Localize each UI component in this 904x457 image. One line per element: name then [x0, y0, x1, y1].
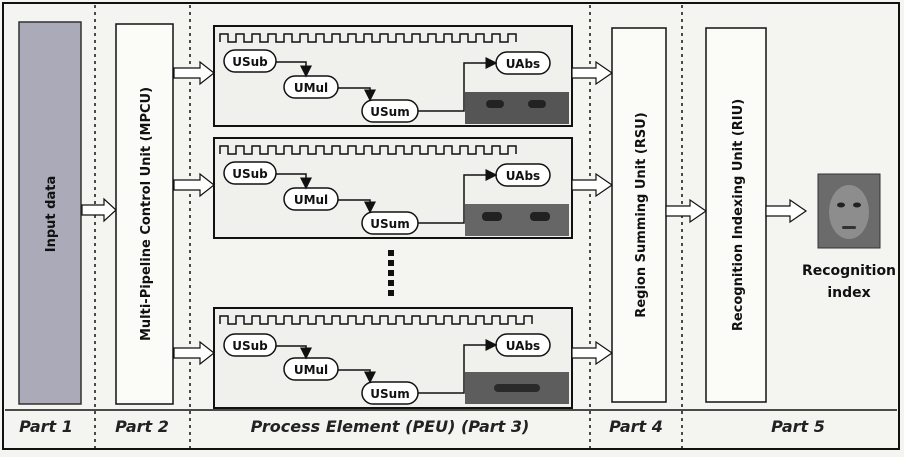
- input-data-label: Input data: [44, 176, 59, 252]
- uabs-label: UAbs: [506, 169, 540, 183]
- recognition-index-line2: index: [827, 285, 870, 301]
- arrows-mpcu-to-peu: [174, 62, 214, 364]
- part-3-label: Process Element (PEU) (Part 3): [251, 417, 530, 436]
- usum-label: USum: [370, 105, 409, 119]
- usub-label: USub: [232, 167, 268, 181]
- part-4-label: Part 4: [609, 417, 663, 436]
- recognized-face-image: [818, 174, 880, 248]
- usub-label: USub: [232, 339, 268, 353]
- peu-ellipsis: [388, 250, 394, 296]
- part-1-label: Part 1: [19, 417, 73, 436]
- usum-label: USum: [370, 217, 409, 231]
- face-strip-nose: [465, 204, 569, 236]
- umul-label: UMul: [294, 81, 328, 95]
- usub-label: USub: [232, 55, 268, 69]
- mpcu-label: Multi-Pipeline Control Unit (MPCU): [139, 87, 154, 341]
- part-2-label: Part 2: [115, 417, 169, 436]
- peu-block-2: USub UMul USum UAbs: [214, 138, 572, 238]
- peu-block-3: USub UMul USum UAbs: [214, 308, 572, 408]
- face-strip-eyes: [465, 92, 569, 124]
- riu-label: Recognition Indexing Unit (RIU): [731, 99, 746, 331]
- umul-label: UMul: [294, 363, 328, 377]
- recognition-index-line1: Recognition: [802, 263, 896, 279]
- part-5-label: Part 5: [771, 417, 825, 436]
- usum-label: USum: [370, 387, 409, 401]
- arrow-rsu-to-riu: [666, 200, 706, 222]
- arrow-riu-to-output: [766, 200, 806, 222]
- umul-label: UMul: [294, 193, 328, 207]
- uabs-label: UAbs: [506, 339, 540, 353]
- rsu-label: Region Summing Unit (RSU): [634, 112, 649, 317]
- uabs-label: UAbs: [506, 57, 540, 71]
- peu-block-1: USub UMul USum UAbs: [214, 26, 572, 126]
- arrows-peu-to-rsu: [572, 62, 612, 364]
- arrow-input-to-mpcu: [82, 199, 116, 221]
